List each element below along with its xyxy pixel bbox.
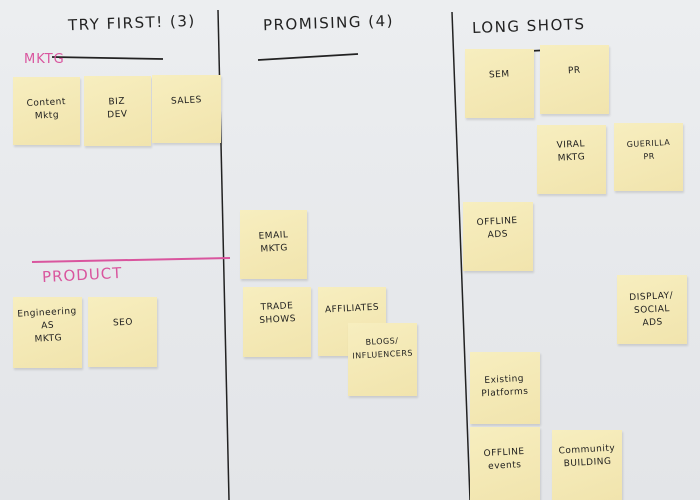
sticky-note-offline-events[interactable]: OFFLINE events — [470, 427, 540, 500]
column-divider-2 — [451, 11, 471, 500]
sticky-note-guerilla-pr[interactable]: GUERILLA PR — [614, 123, 683, 191]
product-divider-line — [31, 257, 231, 263]
sticky-note-blogs-influencers[interactable]: BLOGS/ INFLUENCERS — [348, 323, 417, 396]
sticky-note-email-mktg[interactable]: EMAIL MKTG — [240, 210, 307, 279]
note-text: EMAIL MKTG — [258, 230, 289, 255]
sticky-note-content-mktg[interactable]: Content Mktg — [13, 77, 80, 145]
note-text: AFFILIATES — [324, 302, 380, 316]
sticky-note-engineering-as-mktg[interactable]: Engineering AS MKTG — [13, 297, 82, 368]
note-text: SALES — [170, 95, 203, 107]
note-text: BIZ DEV — [107, 96, 129, 121]
sticky-note-offline-ads[interactable]: OFFLINE ADS — [463, 202, 533, 271]
note-text: SEO — [112, 317, 133, 329]
header-underline-1 — [51, 56, 164, 60]
note-text: Community BUILDING — [558, 443, 616, 470]
note-text: OFFLINE ADS — [476, 215, 519, 241]
note-text: Content Mktg — [26, 96, 67, 122]
note-text: Existing Platforms — [481, 373, 530, 400]
note-text: OFFLINE events — [483, 446, 526, 472]
sticky-note-existing-platforms[interactable]: Existing Platforms — [470, 352, 540, 424]
note-text: VIRAL MKTG — [556, 139, 586, 164]
sticky-note-seo[interactable]: SEO — [88, 297, 157, 367]
sticky-note-pr[interactable]: PR — [540, 45, 609, 114]
note-text: BLOGS/ INFLUENCERS — [352, 336, 414, 361]
sticky-note-trade-shows[interactable]: TRADE SHOWS — [243, 287, 311, 357]
note-text: PR — [567, 65, 582, 77]
note-text: DISPLAY/ SOCIAL ADS — [629, 290, 674, 329]
section-label-mktg: MKTG — [24, 52, 65, 67]
sticky-note-biz-dev[interactable]: BIZ DEV — [84, 76, 151, 146]
sticky-note-sem[interactable]: SEM — [465, 49, 534, 118]
sticky-note-sales[interactable]: SALES — [152, 75, 221, 143]
note-text: TRADE SHOWS — [258, 301, 296, 326]
sticky-note-viral-mktg[interactable]: VIRAL MKTG — [537, 125, 606, 194]
header-underline-2 — [257, 53, 359, 61]
note-text: GUERILLA PR — [626, 137, 671, 162]
note-text: SEM — [488, 69, 511, 81]
sticky-note-community-building[interactable]: Community BUILDING — [552, 430, 622, 500]
note-text: Engineering AS MKTG — [16, 306, 77, 345]
sticky-note-display-social-ads[interactable]: DISPLAY/ SOCIAL ADS — [617, 275, 687, 344]
